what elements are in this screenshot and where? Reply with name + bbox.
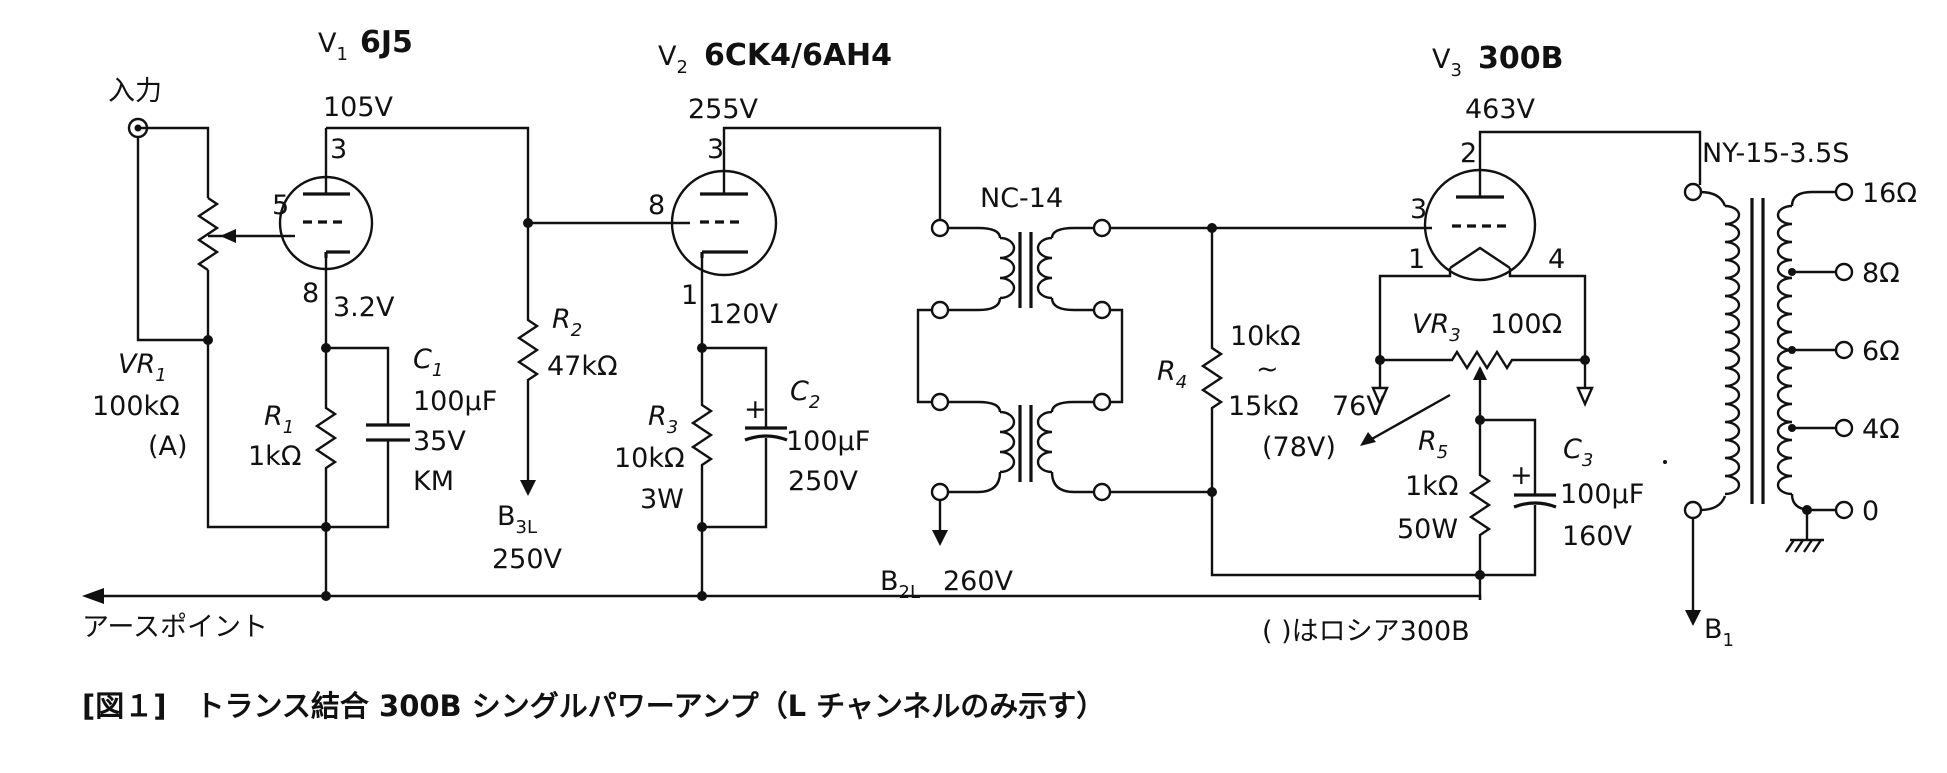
tube-v2: V2 6CK4/6AH4 255V 3 8 1 120V xyxy=(648,38,892,330)
svg-text:3W: 3W xyxy=(640,484,684,515)
svg-text:2: 2 xyxy=(1460,138,1477,169)
svg-text:50W: 50W xyxy=(1397,514,1458,545)
vr3-potentiometer: VR3 100Ω xyxy=(1360,309,1585,446)
svg-text:3: 3 xyxy=(1410,194,1427,225)
svg-text:1kΩ: 1kΩ xyxy=(1405,471,1458,502)
svg-text:10kΩ: 10kΩ xyxy=(614,443,685,474)
v1-cathode-voltage: 3.2V xyxy=(333,292,395,323)
russian-300b-note: ( )はロシア300B xyxy=(1262,616,1470,647)
r2-resistor: R2 47kΩ xyxy=(516,223,618,496)
c3-capacitor: + C3 100μF 160V xyxy=(1480,434,1644,577)
v1-type: 6J5 xyxy=(360,25,413,60)
v2-label: V xyxy=(658,41,677,72)
svg-text:VR1: VR1 xyxy=(118,349,167,386)
c2-capacitor: + C2 100μF 250V xyxy=(702,376,870,529)
svg-text:V1: V1 xyxy=(318,28,348,65)
svg-text:R2: R2 xyxy=(552,304,582,341)
svg-text:100μF: 100μF xyxy=(786,426,870,457)
svg-text:C2: C2 xyxy=(790,376,820,413)
svg-text:76V: 76V xyxy=(1332,391,1385,422)
svg-text:B3L: B3L xyxy=(497,501,537,538)
v3-type: 300B xyxy=(1478,41,1564,76)
r3-resistor: R3 10kΩ 3W xyxy=(614,348,714,527)
input-label: 入力 xyxy=(108,76,162,107)
svg-text:100μF: 100μF xyxy=(1560,479,1644,510)
svg-text:C3: C3 xyxy=(1563,434,1593,471)
v2-type: 6CK4/6AH4 xyxy=(704,38,892,73)
v1-plate-voltage: 105V xyxy=(323,92,394,123)
svg-text:1: 1 xyxy=(1408,244,1425,275)
b1-supply-label: B1 xyxy=(1704,614,1734,651)
svg-text:10kΩ: 10kΩ xyxy=(1230,321,1301,352)
b3l-supply-label: B3L 250V xyxy=(492,501,563,575)
v2-cathode-voltage: 120V xyxy=(708,299,779,330)
svg-text:~: ~ xyxy=(1256,354,1279,385)
r4-resistor: R4 10kΩ ~ 15kΩ xyxy=(1157,228,1480,577)
tap-4-ohm: 4Ω xyxy=(1862,414,1900,445)
svg-text:35V: 35V xyxy=(413,426,466,457)
svg-text:160V: 160V xyxy=(1562,521,1633,552)
tap-16-ohm: 16Ω xyxy=(1862,178,1917,209)
svg-text:V2: V2 xyxy=(658,41,688,78)
svg-text:250V: 250V xyxy=(788,466,859,497)
svg-text:100μF: 100μF xyxy=(413,386,497,417)
vr1-potentiometer xyxy=(196,197,292,340)
bias-voltage-labels: 76V (78V) xyxy=(1262,391,1385,463)
svg-text:1kΩ: 1kΩ xyxy=(248,441,301,472)
v1-label: V xyxy=(318,28,337,59)
svg-text:NC-14: NC-14 xyxy=(980,183,1063,214)
svg-text:(78V): (78V) xyxy=(1262,432,1336,463)
r5-resistor: R5 1kΩ 50W xyxy=(1397,420,1492,575)
svg-text:R5: R5 xyxy=(1418,426,1448,463)
svg-text:KM: KM xyxy=(413,466,454,497)
svg-text:R1: R1 xyxy=(264,401,294,438)
svg-text:100Ω: 100Ω xyxy=(1490,309,1562,340)
svg-text:4: 4 xyxy=(1548,244,1565,275)
svg-text:47kΩ: 47kΩ xyxy=(547,351,618,382)
v3-label: V xyxy=(1432,44,1451,75)
r1-resistor: R1 1kΩ xyxy=(248,348,338,527)
output-transformer: NY-15-3.5S 16Ω 8Ω 6Ω 4Ω 0 xyxy=(1683,138,1917,553)
c1-capacitor: C1 100μF 35V KM xyxy=(326,344,497,529)
tap-0: 0 xyxy=(1862,496,1879,527)
svg-text:8: 8 xyxy=(648,190,665,221)
tube-v1: V1 6J5 105V 3 5 8 3.2V xyxy=(272,25,413,323)
b2l-supply-label: B2L 260V xyxy=(880,566,1014,603)
svg-text:8: 8 xyxy=(302,278,319,309)
tap-6-ohm: 6Ω xyxy=(1862,336,1900,367)
svg-text:NY-15-3.5S: NY-15-3.5S xyxy=(1702,138,1849,169)
svg-text:R4: R4 xyxy=(1157,356,1187,393)
earth-point-label: アースポイント xyxy=(82,612,268,643)
svg-text:260V: 260V xyxy=(943,566,1014,597)
svg-text:+: + xyxy=(744,394,767,425)
nc14-transformer: NC-14 xyxy=(930,183,1112,502)
svg-text:(A): (A) xyxy=(148,431,188,462)
svg-text:3: 3 xyxy=(707,134,724,165)
svg-text:5: 5 xyxy=(272,190,289,221)
svg-text:B2L: B2L xyxy=(880,566,920,603)
svg-text:+: + xyxy=(1510,460,1533,491)
svg-text:3: 3 xyxy=(330,134,347,165)
tube-v3: V3 300B 463V 2 3 1 4 xyxy=(1408,41,1565,282)
v2-plate-voltage: 255V xyxy=(688,94,759,125)
v3-plate-voltage: 463V xyxy=(1465,94,1536,125)
svg-text:C1: C1 xyxy=(413,344,443,381)
svg-text:R3: R3 xyxy=(648,401,678,438)
svg-text:100kΩ: 100kΩ xyxy=(92,391,180,422)
svg-text:1: 1 xyxy=(681,280,698,311)
svg-text:VR3: VR3 xyxy=(1412,309,1461,346)
tap-8-ohm: 8Ω xyxy=(1862,258,1900,289)
svg-text:V3: V3 xyxy=(1432,44,1462,81)
figure-caption: [図１] トランス結合 300B シングルパワーアンプ（L チャンネルのみ示す） xyxy=(82,689,1105,723)
svg-text:250V: 250V xyxy=(492,544,563,575)
svg-text:15kΩ: 15kΩ xyxy=(1228,391,1299,422)
vr1-label: VR1 100kΩ (A) xyxy=(92,349,188,462)
